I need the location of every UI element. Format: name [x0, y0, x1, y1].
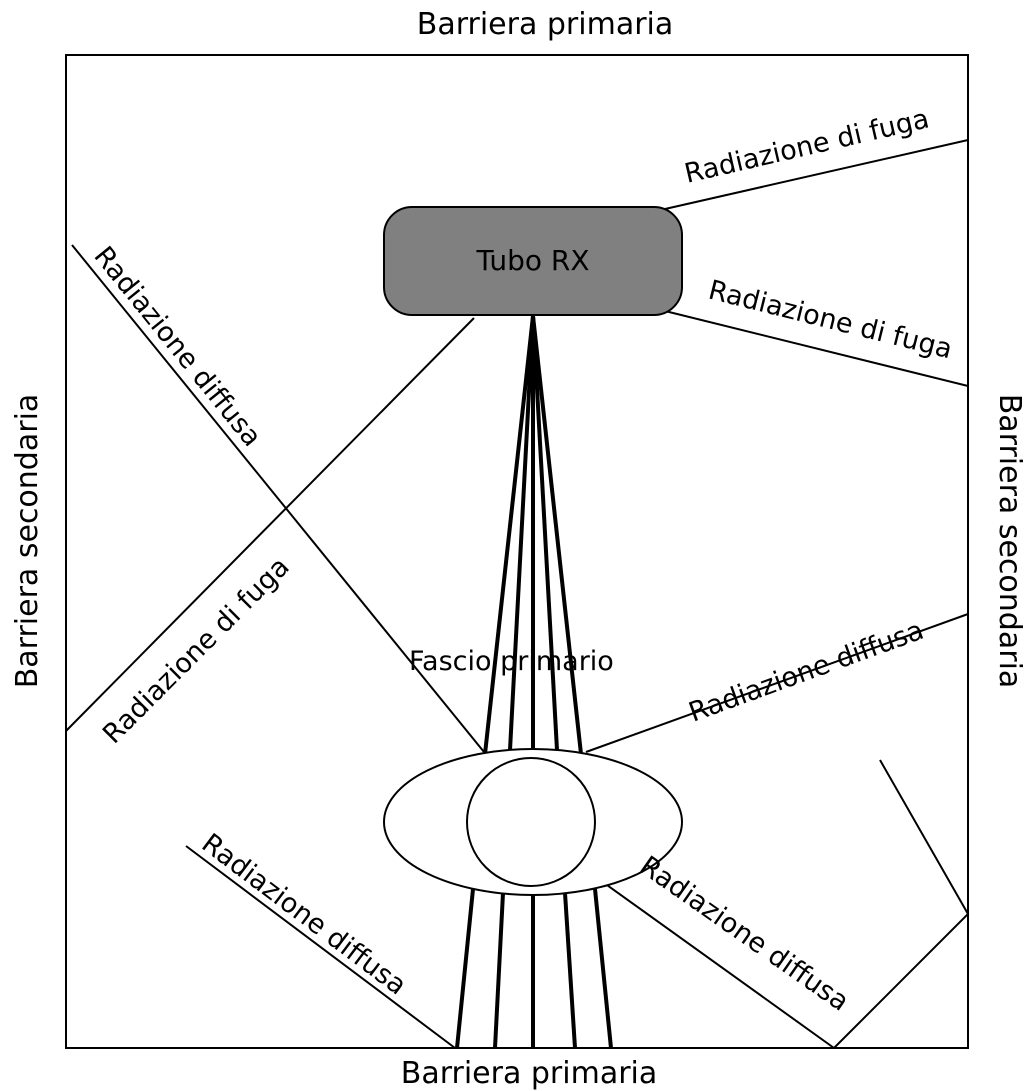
scatter-label-lower-right: Radiazione diffusa	[634, 850, 854, 1017]
leakage-line-mid-right	[664, 310, 969, 387]
leakage-label-left: Radiazione di fuga	[97, 551, 296, 750]
transmitted-beam-ray	[593, 888, 613, 1049]
xray-tube-label: Tubo RX	[475, 244, 589, 277]
barrier-top-label: Barriera primaria	[417, 7, 674, 42]
scatter-line-mid-right	[585, 613, 969, 753]
scatter-label-upper-left: Radiazione diffusa	[88, 241, 268, 453]
transmitted-beam	[455, 888, 613, 1049]
scatter-label-lower-left: Radiazione diffusa	[196, 828, 412, 1002]
leakage-line-left	[65, 317, 475, 732]
primary-beam-ray	[508, 315, 535, 751]
scatter-line-lower-right	[592, 874, 835, 1049]
scatter-reflection-path	[833, 759, 970, 1049]
primary-beam-fan	[483, 315, 583, 755]
scatter-label-mid-right: Radiazione diffusa	[685, 615, 928, 729]
transmitted-beam-ray	[493, 892, 505, 1049]
primary-beam-label: Fascio primario	[409, 646, 614, 677]
xray-tube	[383, 206, 683, 316]
leakage-line-upper-right	[664, 139, 969, 210]
barrier-right-label: Barriera secondaria	[992, 394, 1027, 689]
transmitted-beam-ray	[563, 892, 577, 1049]
barrier-left-label: Barriera secondaria	[10, 394, 45, 689]
patient-organ	[466, 757, 596, 887]
primary-beam-ray	[531, 315, 583, 755]
primary-beam-ray	[531, 315, 559, 751]
barrier-bottom-label: Barriera primaria	[401, 1056, 658, 1091]
scatter-line-upper-left	[71, 244, 485, 753]
transmitted-beam-ray	[455, 888, 475, 1049]
scatter-line-lower-left	[185, 845, 456, 1049]
primary-beam-ray	[483, 315, 535, 755]
room-boundary	[65, 54, 969, 1049]
